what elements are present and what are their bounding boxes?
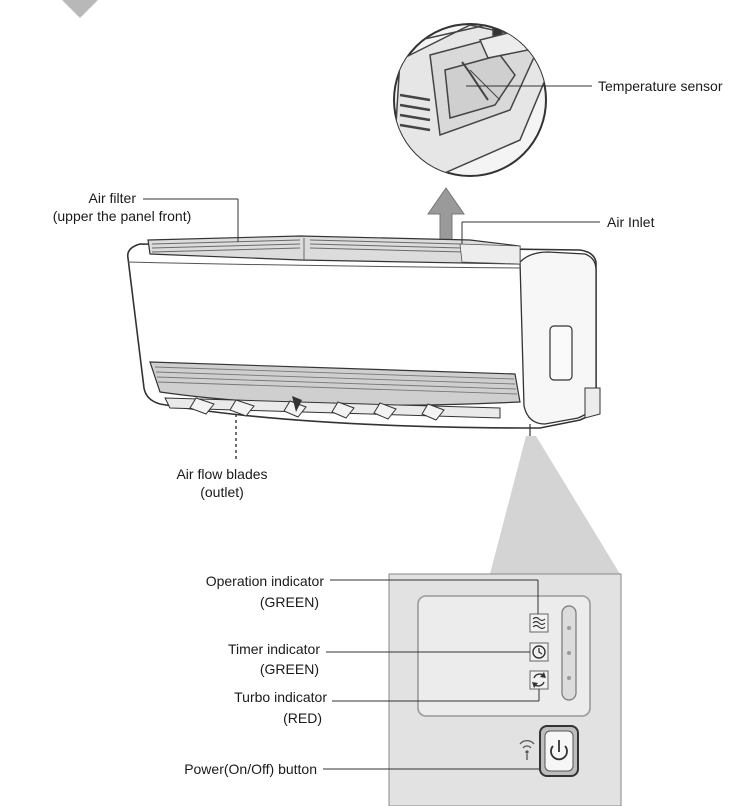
sensor-zoom-circle — [394, 22, 546, 176]
zoom-arrow — [428, 188, 464, 246]
indoor-unit — [128, 236, 600, 436]
air-filter-sub-label: (upper the panel front) — [53, 208, 192, 224]
turbo-indicator-color: (RED) — [283, 710, 322, 726]
timer-indicator-icon — [530, 643, 548, 661]
operation-indicator-color: (GREEN) — [260, 594, 319, 610]
air-flow-label: Air flow blades — [176, 466, 267, 482]
power-button[interactable] — [540, 726, 578, 776]
turbo-indicator-label: Turbo indicator — [234, 689, 327, 705]
temperature-sensor-label: Temperature sensor — [598, 78, 723, 94]
detail-callout-funnel — [490, 436, 620, 574]
operation-indicator-label: Operation indicator — [206, 573, 325, 589]
turbo-indicator-icon — [530, 671, 548, 689]
operation-indicator-icon — [530, 614, 548, 632]
timer-indicator-color: (GREEN) — [260, 661, 319, 677]
corner-marker — [62, 0, 98, 18]
power-button-label: Power(On/Off) button — [184, 761, 317, 777]
timer-indicator-label: Timer indicator — [228, 641, 320, 657]
air-flow-sub-label: (outlet) — [200, 484, 244, 500]
air-inlet-label: Air Inlet — [607, 214, 655, 230]
air-filter-label: Air filter — [89, 190, 137, 206]
